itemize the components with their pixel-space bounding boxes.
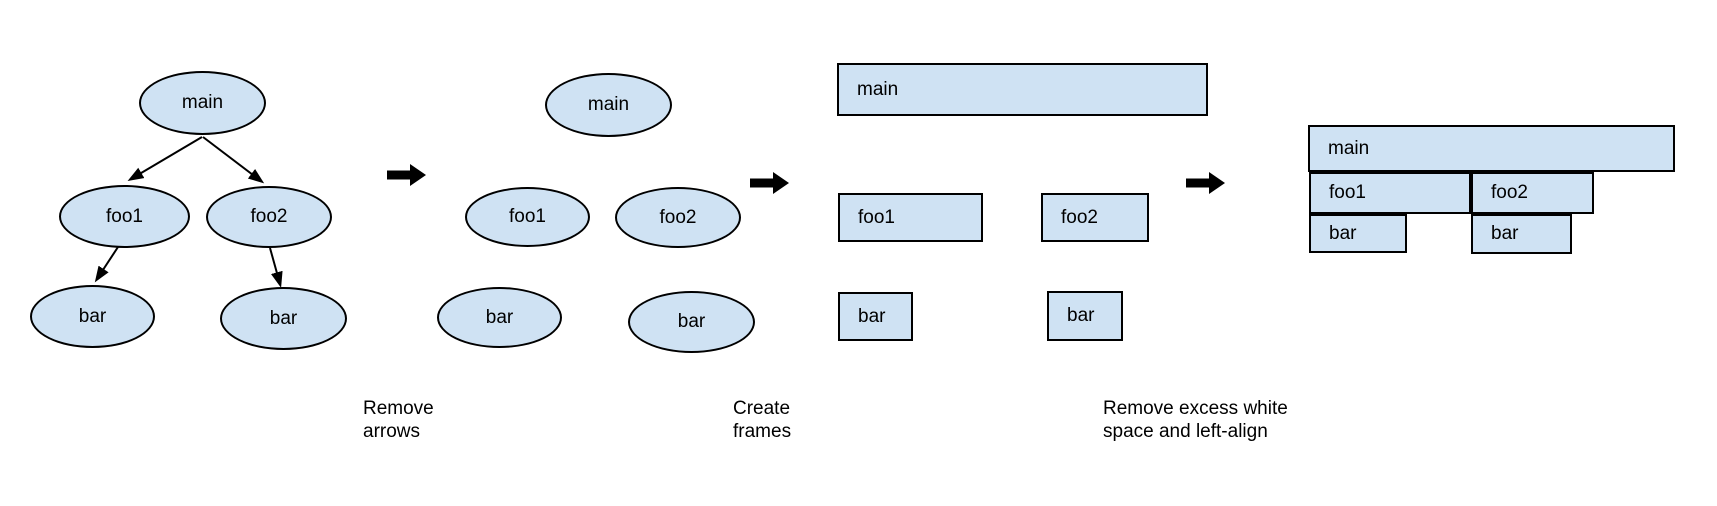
flame-frame-foo1: foo1 xyxy=(1309,172,1471,214)
caption-create-frames: Create frames xyxy=(733,397,791,443)
noarrows-node-foo2: foo2 xyxy=(615,187,741,248)
step-arrow-icon-3 xyxy=(1186,172,1225,194)
noarrows-node-foo1: foo1 xyxy=(465,187,590,247)
step-arrow-icon-1 xyxy=(387,164,426,186)
caption-line: space and left-align xyxy=(1103,421,1268,442)
caption-line: Remove excess white xyxy=(1103,398,1288,419)
noarrows-node-bar-left: bar xyxy=(437,287,562,348)
tree-node-bar-left: bar xyxy=(30,285,155,348)
edge-foo1-bar xyxy=(94,246,119,283)
frame-main: main xyxy=(837,63,1208,116)
edge-main-foo1 xyxy=(127,136,203,182)
tree-node-foo2: foo2 xyxy=(206,186,332,248)
tree-node-main: main xyxy=(139,71,266,135)
frame-bar-left: bar xyxy=(838,292,913,341)
edge-main-foo2 xyxy=(202,136,265,184)
step-arrow-icon-2 xyxy=(750,172,789,194)
caption-remove-arrows: Remove arrows xyxy=(363,397,434,443)
caption-line: Remove xyxy=(363,398,434,419)
flame-frame-bar-left: bar xyxy=(1309,214,1407,253)
caption-left-align: Remove excess white space and left-align xyxy=(1103,397,1288,443)
tree-node-foo1: foo1 xyxy=(59,185,190,248)
flame-frame-main: main xyxy=(1308,125,1675,172)
caption-line: frames xyxy=(733,421,792,442)
noarrows-node-bar-right: bar xyxy=(628,291,755,353)
caption-line: arrows xyxy=(363,421,421,442)
tree-node-bar-right: bar xyxy=(220,287,347,350)
noarrows-node-main: main xyxy=(545,73,672,137)
frame-bar-right: bar xyxy=(1047,291,1123,341)
flame-frame-foo2: foo2 xyxy=(1471,172,1594,214)
flame-frame-bar-right: bar xyxy=(1471,214,1572,254)
edge-foo2-bar xyxy=(269,247,283,288)
caption-line: Create xyxy=(733,398,791,419)
frame-foo1: foo1 xyxy=(838,193,983,242)
frame-foo2: foo2 xyxy=(1041,193,1149,242)
